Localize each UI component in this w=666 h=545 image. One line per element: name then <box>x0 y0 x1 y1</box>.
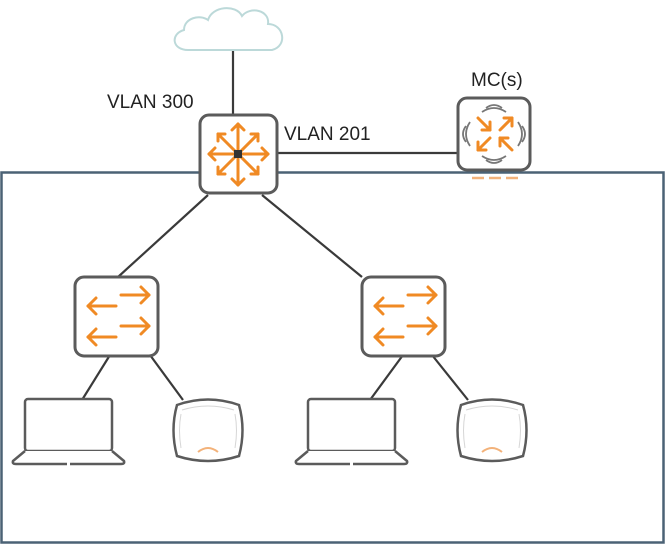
wireless-waves-icon <box>462 104 526 164</box>
link-access-left-laptop <box>81 354 111 401</box>
link-core-access-right <box>261 194 363 278</box>
core-switch[interactable] <box>198 113 279 195</box>
link-access-right-ap <box>431 354 469 401</box>
switching-arrows-icon <box>86 285 151 347</box>
cloud-icon <box>173 7 283 51</box>
switching-arrows-icon <box>373 285 438 347</box>
link-access-right-laptop <box>369 354 404 401</box>
vlan-300-label: VLAN 300 <box>107 92 194 113</box>
laptop-left-icon[interactable] <box>11 397 126 466</box>
link-access-left-ap <box>149 354 184 401</box>
access-point-right-icon[interactable] <box>456 398 528 463</box>
access-switch-right[interactable] <box>360 275 447 358</box>
laptop-right-icon[interactable] <box>294 397 409 466</box>
site-boundary <box>0 171 665 544</box>
vlan-201-label: VLAN 201 <box>284 124 371 145</box>
controller-arrows-icon <box>476 116 514 152</box>
access-point-left-icon[interactable] <box>172 398 244 463</box>
mobility-controller[interactable] <box>456 96 532 180</box>
access-switch-left[interactable] <box>73 275 160 358</box>
link-core-access-left <box>117 194 209 278</box>
mc-label: MC(s) <box>471 70 523 91</box>
